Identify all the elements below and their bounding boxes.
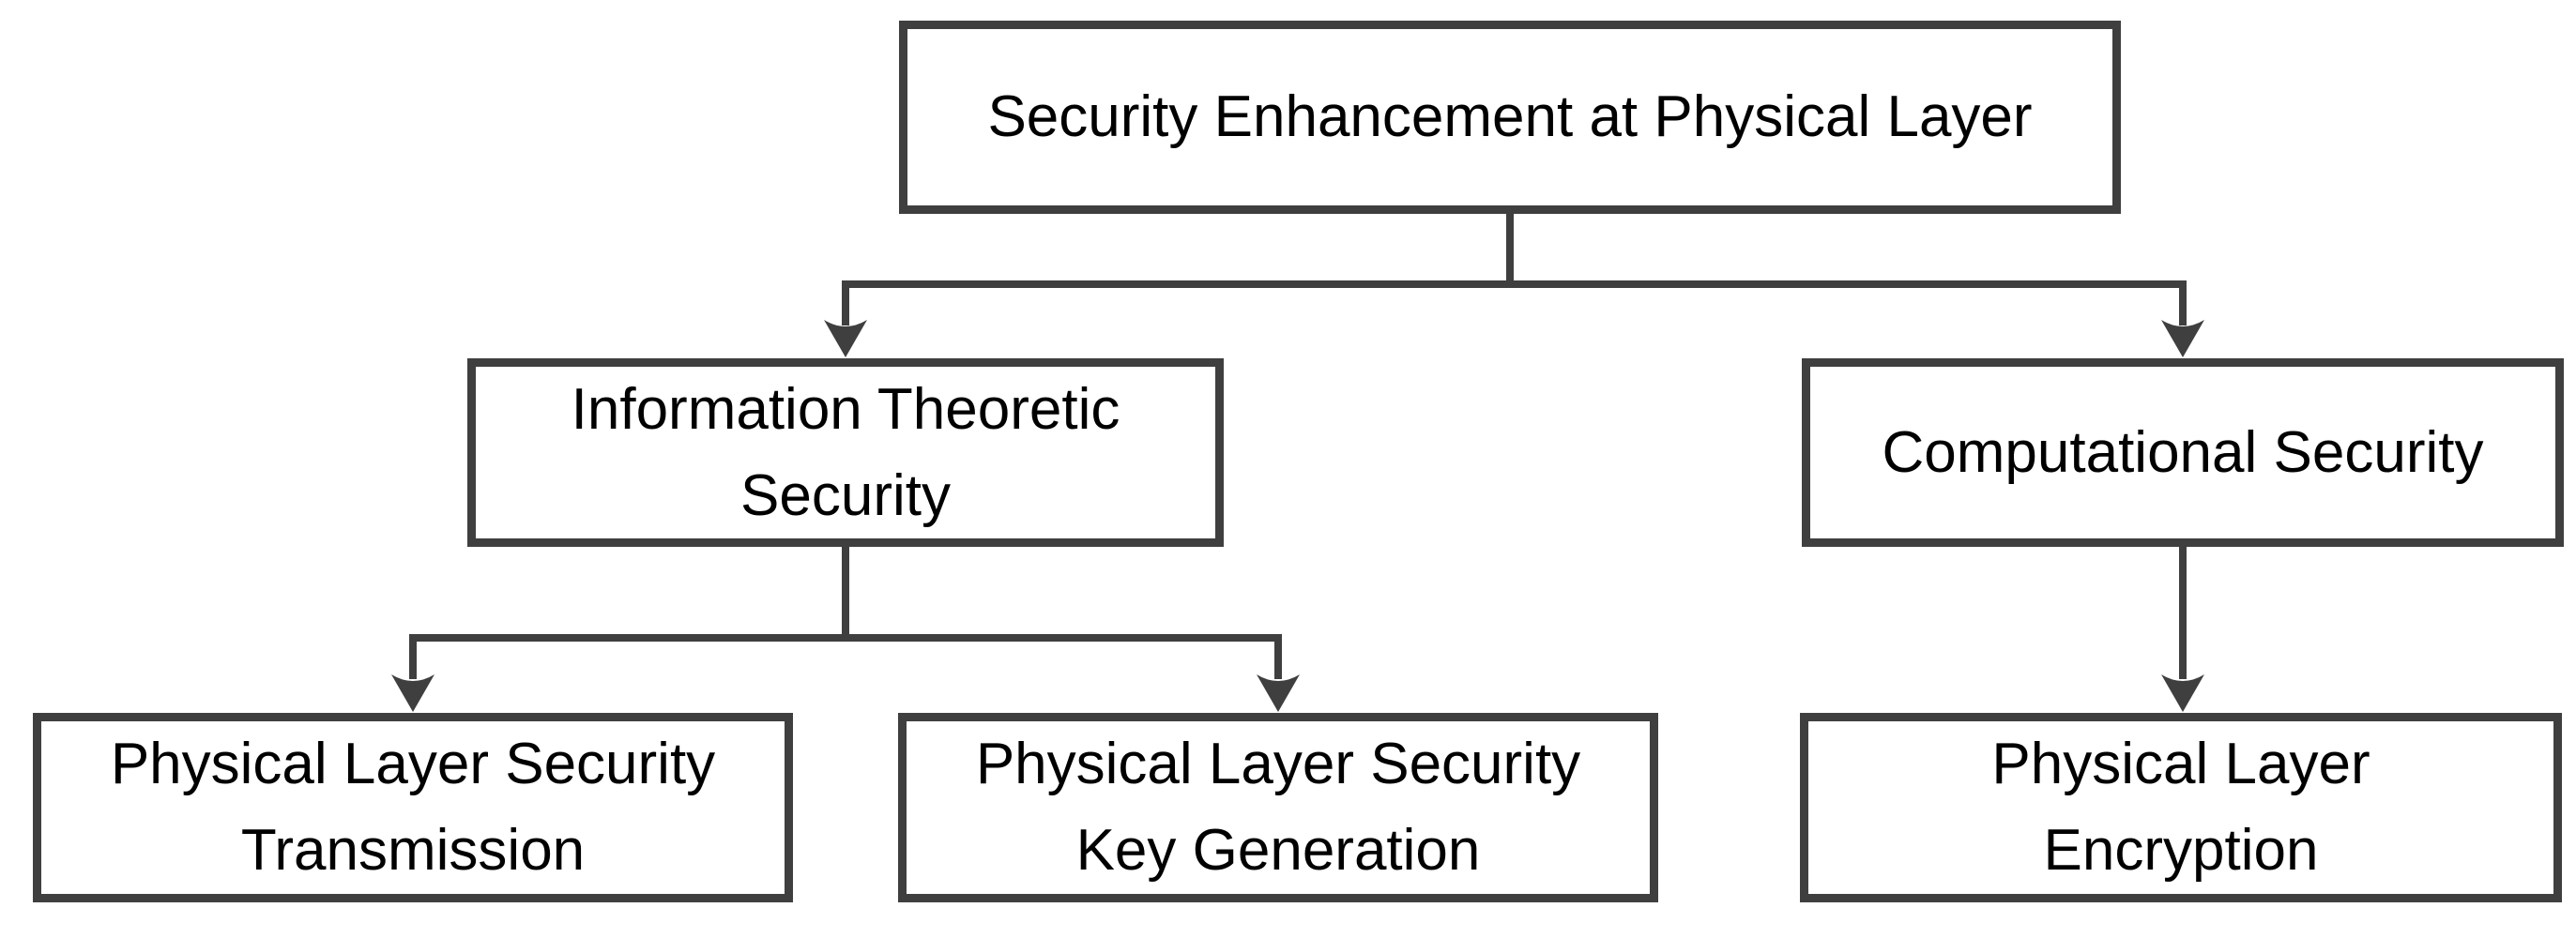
connector-its-bus [409,634,1282,679]
node-label-line-1: Physical Layer Security [110,732,716,796]
arrowhead-its-to-transmission [391,674,434,712]
node-label-line-2: Transmission [240,818,586,883]
node-security-enhancement: Security Enhancement at Physical Layer [899,21,2121,214]
arrowhead-its-to-key-generation [1257,674,1300,712]
connector-root-bus [842,280,2187,325]
node-computational-security: Computational Security [1802,358,2564,547]
node-label: Security Enhancement at Physical Layer [987,84,2033,149]
node-label-line-2: Security [740,462,951,528]
arrowhead-root-to-computational [2161,320,2204,357]
node-label-line-1: Physical Layer Security [975,732,1581,796]
arrowhead-cs-to-encryption [2161,674,2204,712]
node-label: Computational Security [1882,419,2484,485]
node-label-line-1: Information Theoretic [571,376,1120,442]
node-physical-layer-security-key-generation: Physical Layer Security Key Generation [898,713,1658,902]
node-physical-layer-security-transmission: Physical Layer Security Transmission [33,713,793,902]
arrowhead-root-to-information-theoretic [824,320,867,357]
node-label-line-2: Key Generation [1075,818,1481,883]
node-physical-layer-encryption: Physical Layer Encryption [1800,713,2562,902]
node-information-theoretic-security: Information Theoretic Security [467,358,1224,547]
node-label-line-2: Encryption [2043,818,2319,883]
node-label-line-1: Physical Layer [1991,732,2370,796]
